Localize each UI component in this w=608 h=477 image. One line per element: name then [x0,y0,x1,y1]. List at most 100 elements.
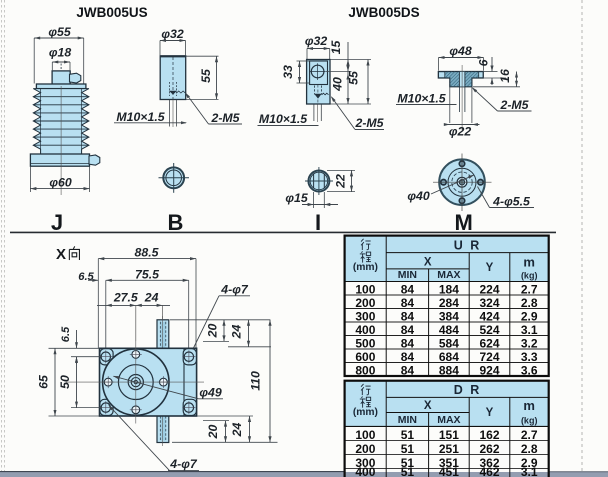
svg-text:800: 800 [355,363,375,377]
svg-text:φ55: φ55 [48,25,70,39]
svg-text:224: 224 [479,282,499,296]
svg-text:(kg): (kg) [521,271,538,281]
svg-text:84: 84 [401,350,415,364]
svg-text:m: m [523,254,535,269]
svg-text:6.5: 6.5 [78,271,94,283]
svg-text:φ49: φ49 [199,386,221,400]
svg-text:50: 50 [58,375,72,389]
svg-text:100: 100 [355,428,375,442]
svg-text:65: 65 [37,375,51,389]
svg-text:3.1: 3.1 [521,465,538,477]
svg-text:(mm): (mm) [353,262,378,273]
svg-text:I: I [315,210,321,235]
svg-text:84: 84 [401,296,415,310]
svg-text:(mm): (mm) [353,407,378,418]
svg-text:84: 84 [401,323,415,337]
svg-text:4-φ7: 4-φ7 [169,457,198,471]
svg-text:3.2: 3.2 [521,336,538,350]
svg-text:40: 40 [331,77,345,92]
svg-text:51: 51 [401,428,415,442]
svg-text:924: 924 [479,363,499,377]
svg-text:MAX: MAX [437,269,460,281]
svg-text:724: 724 [479,350,499,364]
svg-text:84: 84 [401,363,415,377]
svg-text:51: 51 [401,456,415,470]
svg-text:D R: D R [454,383,482,397]
svg-text:300: 300 [355,309,375,323]
svg-text:75.5: 75.5 [135,268,159,282]
svg-text:B: B [168,210,184,235]
svg-text:JWB005US: JWB005US [76,5,147,20]
svg-text:55: 55 [347,71,361,85]
svg-text:24: 24 [230,423,244,438]
svg-text:424: 424 [479,309,499,323]
svg-text:M10×1.5: M10×1.5 [116,110,164,124]
svg-text:184: 184 [439,282,459,296]
svg-text:Y: Y [486,262,494,274]
svg-text:362: 362 [479,456,499,470]
svg-text:X: X [56,246,66,263]
svg-text:284: 284 [439,296,459,310]
svg-text:X: X [424,400,432,412]
svg-text:22: 22 [334,174,348,189]
svg-text:84: 84 [401,336,415,350]
svg-text:88.5: 88.5 [135,246,159,260]
svg-text:2-M5: 2-M5 [354,116,383,130]
svg-text:φ32: φ32 [305,34,327,48]
svg-text:3.3: 3.3 [521,350,538,364]
svg-text:2.8: 2.8 [521,296,538,310]
svg-text:φ22: φ22 [449,125,471,139]
svg-text:JWB005DS: JWB005DS [348,5,419,20]
svg-text:884: 884 [439,363,459,377]
svg-text:524: 524 [479,323,499,337]
svg-text:4-φ5.5: 4-φ5.5 [492,195,530,209]
svg-text:φ40: φ40 [407,189,429,203]
svg-text:624: 624 [479,336,499,350]
svg-text:451: 451 [439,465,459,477]
svg-text:684: 684 [439,350,459,364]
svg-text:2.7: 2.7 [521,428,538,442]
svg-text:M: M [455,210,473,235]
svg-text:500: 500 [355,336,375,350]
svg-text:84: 84 [401,282,415,296]
svg-text:U R: U R [454,238,482,252]
svg-text:33: 33 [281,65,295,79]
svg-text:351: 351 [439,456,459,470]
svg-text:2.8: 2.8 [521,442,538,456]
svg-text:462: 462 [479,465,499,477]
svg-text:262: 262 [479,442,499,456]
svg-text:2.9: 2.9 [521,456,538,470]
svg-text:(kg): (kg) [521,416,538,426]
svg-text:484: 484 [439,323,459,337]
svg-text:584: 584 [439,336,459,350]
svg-text:2-M5: 2-M5 [499,98,528,112]
svg-text:300: 300 [355,456,375,470]
svg-text:384: 384 [439,309,459,323]
svg-text:X: X [424,256,432,268]
svg-text:φ48: φ48 [449,44,471,58]
svg-text:200: 200 [355,442,375,456]
svg-text:20: 20 [206,425,220,440]
svg-text:400: 400 [355,323,375,337]
svg-text:3.1: 3.1 [521,323,538,337]
svg-text:4-φ7: 4-φ7 [220,283,249,297]
svg-text:16: 16 [498,69,512,83]
svg-text:φ15: φ15 [285,191,307,205]
svg-text:600: 600 [355,350,375,364]
svg-text:6: 6 [477,59,491,66]
svg-text:J: J [51,210,63,235]
svg-text:Y: Y [486,407,494,419]
svg-text:2-M5: 2-M5 [210,111,239,125]
svg-text:51: 51 [401,442,415,456]
svg-text:24: 24 [230,325,244,340]
svg-text:162: 162 [479,428,499,442]
svg-text:m: m [523,398,535,413]
svg-text:51: 51 [401,465,415,477]
svg-text:MIN: MIN [398,414,417,426]
svg-text:55: 55 [199,69,213,83]
svg-text:2.9: 2.9 [521,309,538,323]
svg-text:100: 100 [355,282,375,296]
svg-text:251: 251 [439,442,459,456]
svg-text:6.5: 6.5 [60,326,72,342]
svg-text:φ60: φ60 [49,176,71,190]
